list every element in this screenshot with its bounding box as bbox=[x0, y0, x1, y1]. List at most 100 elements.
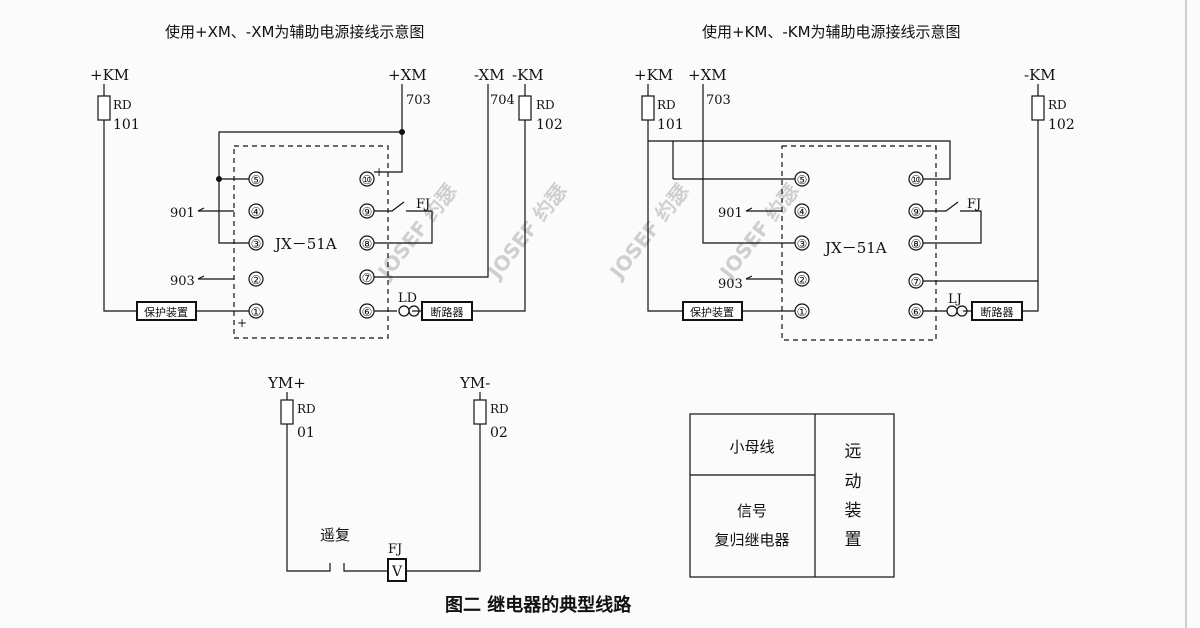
fuse-rd-01 bbox=[280, 399, 294, 425]
right-terminal: ⑨ bbox=[908, 203, 924, 219]
left-relay-box bbox=[233, 145, 389, 339]
left-terminal: ③ bbox=[248, 235, 264, 251]
ym-neg-label: YM- bbox=[459, 374, 490, 392]
right-terminal: ⑩ bbox=[908, 171, 924, 187]
left-plus-sign: + bbox=[237, 316, 247, 330]
coil-label: V bbox=[391, 564, 403, 580]
left-fuse1-number: 101 bbox=[113, 117, 140, 133]
legend-remote-char: 置 bbox=[845, 530, 862, 550]
svg-text:②: ② bbox=[251, 273, 262, 287]
right-wire-903-label: 903 bbox=[718, 277, 743, 292]
left-fuse-rd-102 bbox=[518, 95, 532, 121]
right-fuse-rd-101 bbox=[641, 95, 655, 121]
ym-pos-label: YM+ bbox=[267, 374, 306, 392]
watermark: JOSEF 约瑟 bbox=[372, 179, 462, 285]
right-minus-km-label: -KM bbox=[1024, 66, 1056, 84]
bottom-fj-label: FJ bbox=[388, 542, 402, 557]
right-wire-703-label: 703 bbox=[706, 93, 731, 108]
legend-busbar: 小母线 bbox=[729, 438, 774, 456]
left-terminal: ① bbox=[248, 303, 264, 319]
legend-reset-relay: 复归继电器 bbox=[714, 531, 789, 549]
right-fuse1-number: 101 bbox=[657, 117, 684, 133]
left-fuse2-number: 102 bbox=[536, 117, 563, 133]
legend-table: 小母线 信号 复归继电器 远 动 装 置 bbox=[689, 413, 895, 578]
left-protection-device-label: 保护装置 bbox=[144, 305, 188, 319]
svg-text:①: ① bbox=[797, 305, 808, 319]
left-minus-km-label: -KM bbox=[512, 66, 544, 84]
watermark: JOSEF 约瑟 bbox=[604, 179, 694, 285]
right-terminal: ⑥ bbox=[908, 303, 924, 319]
svg-text:⑧: ⑧ bbox=[911, 237, 922, 251]
svg-text:①: ① bbox=[251, 305, 262, 319]
right-lj-label: LJ bbox=[948, 292, 962, 307]
svg-text:⑤: ⑤ bbox=[797, 173, 808, 187]
right-protection-device bbox=[682, 301, 743, 321]
left-breaker-label: 断路器 bbox=[431, 305, 464, 319]
remote-reset-circuit: YM+ YM- RD 01 RD 02 遥复 FJ V bbox=[267, 374, 509, 582]
left-fuse1-label: RD bbox=[113, 98, 132, 112]
left-plus-km-label: +KM bbox=[90, 66, 129, 84]
svg-text:⑦: ⑦ bbox=[911, 275, 922, 289]
svg-text:⑧: ⑧ bbox=[362, 237, 373, 251]
legend-signal: 信号 bbox=[737, 502, 767, 520]
legend-remote-char: 远 bbox=[845, 442, 862, 462]
fuse-01-number: 01 bbox=[297, 425, 315, 441]
svg-text:⑥: ⑥ bbox=[911, 305, 922, 319]
left-protection-device bbox=[136, 301, 197, 321]
right-terminal: ⑧ bbox=[908, 235, 924, 251]
right-diagram-title: 使用+KM、-KM为辅助电源接线示意图 bbox=[702, 23, 961, 41]
svg-text:⑩: ⑩ bbox=[362, 173, 373, 187]
right-fuse1-label: RD bbox=[657, 98, 676, 112]
right-terminal: ⑤ bbox=[794, 171, 810, 187]
svg-text:②: ② bbox=[797, 273, 808, 287]
right-diagram: 使用+KM、-KM为辅助电源接线示意图 +KM +XM -KM RD 101 R… bbox=[634, 23, 1075, 341]
left-plus-xm-label: +XM bbox=[388, 66, 427, 84]
left-indicator-lamp bbox=[398, 305, 420, 317]
right-fuse2-number: 102 bbox=[1048, 117, 1075, 133]
left-terminal: ④ bbox=[248, 203, 264, 219]
svg-text:⑨: ⑨ bbox=[911, 205, 922, 219]
legend-remote-char: 动 bbox=[845, 472, 862, 492]
figure-caption: 图二 继电器的典型线路 bbox=[445, 594, 632, 616]
right-fj-label: FJ bbox=[967, 197, 981, 212]
right-fuse2-label: RD bbox=[1048, 98, 1067, 112]
svg-text:⑨: ⑨ bbox=[362, 205, 373, 219]
right-breaker bbox=[971, 301, 1023, 321]
watermark: JOSEF 约瑟 bbox=[714, 179, 804, 285]
remote-reset-label: 遥复 bbox=[320, 526, 350, 544]
right-fuse-rd-102 bbox=[1031, 95, 1045, 121]
left-wire-704-label: 704 bbox=[490, 93, 515, 108]
left-diagram: 使用+XM、-XM为辅助电源接线示意图 +KM +XM -XM -KM RD 1… bbox=[90, 23, 563, 339]
right-wire-901-label: 901 bbox=[718, 206, 743, 221]
right-terminal: ⑦ bbox=[908, 273, 924, 289]
fuse-01-label: RD bbox=[297, 402, 316, 416]
left-terminal: ⑧ bbox=[359, 235, 375, 251]
right-protection-device-label: 保护装置 bbox=[690, 305, 734, 319]
fuse-rd-02 bbox=[473, 399, 487, 425]
left-fuse-rd-101 bbox=[97, 95, 111, 121]
svg-text:⑤: ⑤ bbox=[251, 173, 262, 187]
watermark: JOSEF 约瑟 bbox=[482, 179, 572, 285]
reset-coil bbox=[387, 558, 407, 582]
left-breaker bbox=[421, 301, 473, 321]
left-terminal: ⑦ bbox=[359, 269, 375, 285]
left-fj-label: FJ bbox=[416, 197, 430, 212]
fuse-02-label: RD bbox=[490, 402, 509, 416]
right-indicator-lamp bbox=[946, 305, 968, 317]
svg-text:③: ③ bbox=[251, 237, 262, 251]
left-relay-model: JX－51A bbox=[273, 235, 337, 253]
left-terminal: ⑩ bbox=[359, 171, 375, 187]
right-terminal: ④ bbox=[794, 203, 810, 219]
left-minus-xm-label: -XM bbox=[474, 66, 505, 84]
svg-text:⑥: ⑥ bbox=[362, 305, 373, 319]
left-terminal: ⑨ bbox=[359, 203, 375, 219]
svg-text:④: ④ bbox=[797, 205, 808, 219]
left-terminal: ② bbox=[248, 271, 264, 287]
svg-text:④: ④ bbox=[251, 205, 262, 219]
right-plus-km-label: +KM bbox=[634, 66, 673, 84]
svg-text:③: ③ bbox=[797, 237, 808, 251]
svg-text:⑩: ⑩ bbox=[911, 173, 922, 187]
svg-text:⑦: ⑦ bbox=[362, 271, 373, 285]
left-diagram-title: 使用+XM、-XM为辅助电源接线示意图 bbox=[165, 23, 424, 41]
